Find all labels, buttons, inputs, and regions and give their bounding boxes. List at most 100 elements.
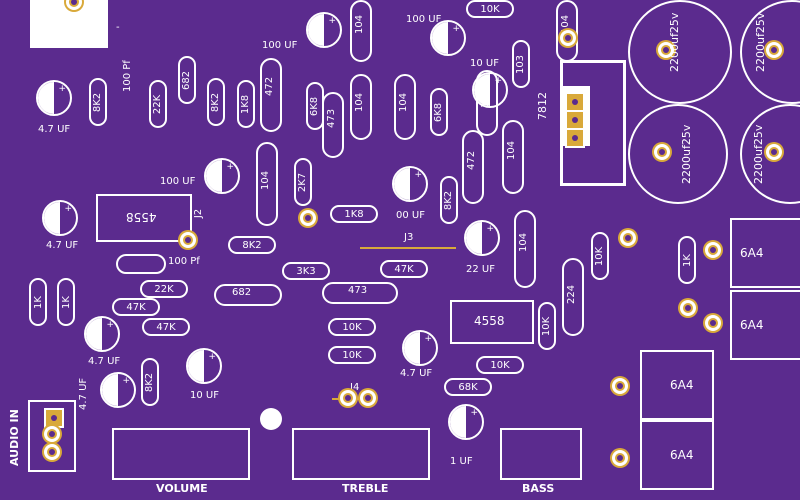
resistor-label: 47K: [394, 263, 414, 275]
diode-6a4: 6A4: [640, 350, 714, 420]
treble-connector[interactable]: [292, 428, 430, 480]
ic-label: 4558: [126, 210, 157, 224]
cap-label: 104: [398, 92, 409, 112]
cap-marking: [44, 202, 60, 234]
bass-connector[interactable]: [500, 428, 582, 480]
resistor-label: 1K8: [344, 208, 364, 220]
ceramic-cap: [322, 92, 344, 158]
resistor: 8K2: [141, 358, 159, 406]
cap-pad: [766, 42, 782, 58]
ceramic-cap: [394, 74, 416, 140]
plus-mark: +: [424, 334, 432, 344]
minus-label: -: [116, 22, 120, 33]
ic-4558-left: 4558: [96, 194, 192, 242]
cap-pad: [654, 144, 670, 160]
cap-label: 472: [466, 150, 477, 170]
electrolytic-cap: +: [186, 348, 222, 384]
resistor-label: 22K: [154, 283, 174, 295]
resistor: 2K7: [294, 158, 312, 206]
ic-4558-right: 4558: [450, 300, 534, 344]
connector-pad: [44, 426, 60, 442]
resistor: 47K: [142, 318, 190, 336]
ceramic-cap: [214, 284, 282, 306]
regulator-label: 7812: [536, 92, 549, 120]
cap-label: 4.7 UF: [78, 377, 89, 410]
electrolytic-cap: +: [36, 80, 72, 116]
cap-pad: [658, 42, 674, 58]
resistor: 22K: [140, 280, 188, 298]
resistor-label: 3K3: [296, 265, 316, 277]
cap-label: 4.7 UF: [38, 124, 71, 135]
cap-label: 473: [326, 108, 337, 128]
resistor-label: 47K: [156, 321, 176, 333]
resistor: 8K2: [228, 236, 276, 254]
electrolytic-cap: +: [464, 220, 500, 256]
resistor: 1K: [678, 236, 696, 284]
plus-mark: +: [414, 170, 422, 180]
resistor-label: 10K: [594, 246, 606, 266]
ceramic-cap: [256, 142, 278, 226]
resistor-label: 47K: [126, 301, 146, 313]
diode-label: 6A4: [740, 246, 764, 260]
electrolytic-cap: +: [392, 166, 428, 202]
connector-label: AUDIO IN: [8, 409, 21, 466]
cap-marking: [102, 374, 118, 406]
resistor: 47K: [112, 298, 160, 316]
resistor-label: 8K2: [92, 92, 104, 112]
resistor-label: 10K: [480, 3, 500, 15]
regulator-pad: [565, 92, 585, 112]
resistor-label: 1K: [681, 253, 693, 267]
resistor: 10K: [538, 302, 556, 350]
plus-mark: +: [494, 76, 502, 86]
ceramic-cap: [514, 210, 536, 288]
electrolytic-cap: +: [472, 72, 508, 108]
cap-label: 4.7 UF: [400, 368, 433, 379]
resistor-label: 10K: [342, 349, 362, 361]
resistor-label: 6K8: [433, 102, 445, 122]
audio-in-connector[interactable]: [28, 400, 76, 472]
cap-label: 2200uf25v: [668, 12, 681, 72]
diode-pad: [612, 450, 628, 466]
cap-marking: [394, 168, 410, 200]
resistor: 47K: [380, 260, 428, 278]
cap-label: 100 Pf: [122, 60, 133, 92]
plus-mark: +: [64, 204, 72, 214]
electrolytic-cap-2200: 2200uf25v: [740, 0, 800, 104]
cap-marking: [474, 74, 490, 106]
resistor-label: 10K: [342, 321, 362, 333]
diode-6a4: 6A4: [730, 290, 800, 360]
terminal-pad: [66, 0, 82, 10]
electrolytic-cap-2200: 2200uf25v: [628, 104, 728, 204]
electrolytic-cap: +: [100, 372, 136, 408]
resistor: 1K: [57, 278, 75, 326]
plus-mark: +: [328, 16, 336, 26]
ceramic-cap: [116, 254, 166, 274]
resistor: 103: [512, 40, 530, 88]
cap-label: 2200uf25v: [754, 12, 767, 72]
resistor-label: 10K: [541, 316, 553, 336]
resistor-label: 8K2: [144, 372, 156, 392]
cap-marking: [86, 318, 102, 350]
diode-6a4: 6A4: [640, 420, 714, 490]
resistor: 10K: [591, 232, 609, 280]
resistor: 1K: [29, 278, 47, 326]
ceramic-cap: [502, 120, 524, 194]
cap-label: 100 UF: [160, 176, 196, 187]
via-pad: [360, 390, 376, 406]
cap-marking: [432, 22, 448, 54]
resistor: 3K3: [282, 262, 330, 280]
volume-connector[interactable]: [112, 428, 250, 480]
resistor: 10K: [476, 356, 524, 374]
via-pad: [680, 300, 696, 316]
resistor-label: 1K: [60, 295, 72, 309]
ceramic-cap: [350, 0, 372, 62]
resistor-label: 8K2: [242, 239, 262, 251]
electrolytic-cap: +: [204, 158, 240, 194]
electrolytic-cap: +: [84, 316, 120, 352]
cap-label: 100 Pf: [168, 256, 200, 267]
jumper-label: J4: [350, 382, 360, 393]
cap-label: 2200uf25v: [752, 124, 765, 184]
resistor: 22K: [149, 80, 167, 128]
cap-label: 224: [566, 284, 577, 304]
resistor: 8K2: [207, 78, 225, 126]
